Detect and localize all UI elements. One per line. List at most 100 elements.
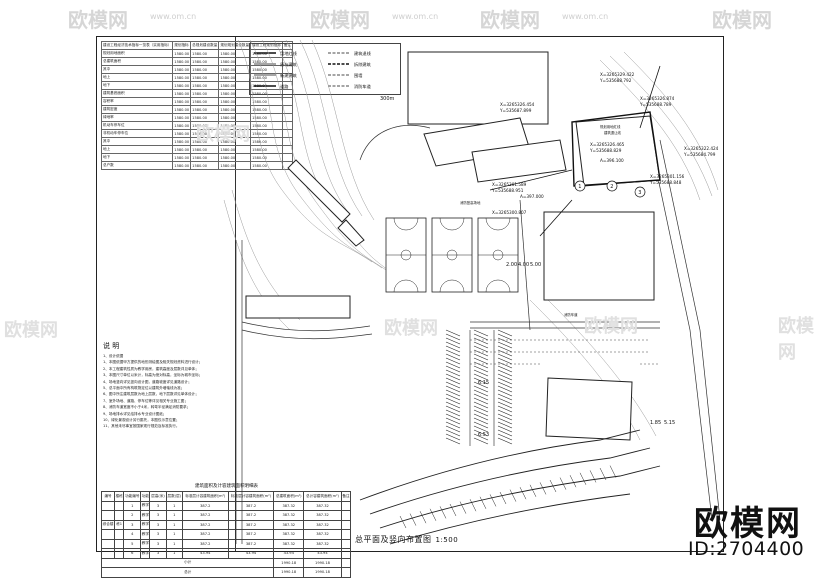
stats-row-label: 其中 [100,65,174,74]
watermark-url-1: www.om.cn [150,12,197,21]
area-cell: 4 [123,529,142,540]
area-cell: 教学 [140,548,151,559]
legend-label: 用地红线 [280,50,298,57]
area-cell: 3 [123,519,142,530]
area-cell: 综合楼 [100,519,116,530]
area-cell: 387.2 [227,510,275,521]
note-line: 1、设计依据 [103,354,124,358]
stats-cell: 1580.00 [218,89,252,98]
stats-cell: 1580.00 [172,89,192,98]
area-cell: 43.94 [181,548,229,559]
stats-cell [281,161,294,170]
area-cell: 387.32 [273,500,305,511]
note-line: 5、总平面中所有构筑物定位以建筑外墙轴线为准； [103,386,185,391]
area-total-label: 总计 [100,567,275,578]
area-cell [340,538,352,549]
area-cell [114,538,125,549]
stats-row-label: 总建筑面积 [100,57,174,66]
area-cell: 387.2 [181,500,229,511]
area-header-cell: 功能 [140,491,151,502]
stats-cell [281,129,294,138]
stats-cell: 1580.00 [218,73,252,82]
stats-cell: 1580.00 [190,65,220,74]
stats-cell: 1580.00 [172,137,192,146]
watermark-mid-2: 欧模网 [384,318,438,339]
stats-cell: 1580.00 [172,145,192,154]
stats-cell: 1580.00 [218,105,252,114]
area-cell [100,548,116,559]
stats-row-label: 容积率 [100,97,174,106]
note-line: 4、场地竖向详见竖向设计图，道路坡度详见道路设计； [103,379,192,384]
area-cell [114,500,125,511]
area-cell: 387.2 [181,519,229,530]
area-cell: 387.32 [303,538,342,549]
area-cell [114,529,125,540]
stats-cell: 1580.00 [218,57,252,66]
legend-label: 道路 [280,83,289,90]
stats-row-label: 地下 [100,81,174,90]
area-cell [340,500,352,511]
note-line: 3、本图尺寸单位以米计，标高为绝对标高，坐标为城市坐标； [103,373,203,378]
area-header-cell: 功能编号 [123,491,142,502]
stats-header-cell: 规划指标 [172,41,192,50]
note-line: 11、其他未尽事宜按国家现行规范及标准执行。 [103,424,180,429]
watermark-url-3: www.om.cn [562,12,609,21]
stats-row-label: 其中 [100,137,174,146]
area-cell: 387.32 [303,519,342,530]
area-cell: 387.32 [303,510,342,521]
stats-cell: 1580.00 [218,81,252,90]
area-header-cell: 标准层计容建筑面积(m²) [181,491,229,502]
stats-row-label: 地上 [100,145,174,154]
stats-cell: 1580.00 [190,57,220,66]
area-cell [340,567,352,578]
area-cell [114,510,125,521]
area-cell: 1 [165,529,183,540]
area-cell [340,548,352,559]
area-cell [100,529,116,540]
area-cell: 387.32 [273,519,305,530]
stats-row-label: 非机动车停车位 [100,129,174,138]
stats-cell: 1580.00 [172,161,192,170]
area-cell: 387.2 [227,538,275,549]
watermark-mid-5: 欧模网 [778,316,814,363]
watermark-brand-3: 欧模网 [480,8,540,32]
area-cell [114,548,125,559]
stats-row-label: 建筑密度 [100,105,174,114]
watermark-mid-4: 欧模网 [4,320,58,341]
area-cell: 387.2 [181,538,229,549]
stats-cell [281,97,294,106]
area-total-value: 1990.18 [273,567,305,578]
drawing-sheet: 建设工程经济技术指标一览表（实用指标）规划指标总规划建设数量规划规划建设数量建设… [96,36,724,578]
legend-label: 拆除建筑 [354,61,372,68]
stats-cell: 1580.00 [218,145,252,154]
area-cell: 3 [149,529,167,540]
area-cell [340,519,352,530]
stats-row-label: 地下 [100,153,174,162]
area-cell [100,510,116,521]
area-cell: 43.94 [273,548,305,559]
stats-cell: 1580.00 [250,129,283,138]
stats-cell: 1580.00 [190,97,220,106]
stats-cell: 1580.00 [172,49,192,58]
stats-row-label: 总户数 [100,161,174,170]
area-cell: 43.94 [303,548,342,559]
notes-title: 说 明 [103,342,120,350]
stats-row-label: 绿地率 [100,113,174,122]
brand-id: ID:2704400 [688,538,805,560]
area-cell: 3 [149,519,167,530]
area-header-cell: 总计容建筑面积(m²) [303,491,342,502]
note-line: 2、本工程建筑性质为教学用房，建筑高度及层数详见单体； [103,366,199,371]
area-cell: 3 [149,548,167,559]
stats-row-label: 规划用地面积 [100,49,174,58]
stats-cell: 1580.00 [218,65,252,74]
stats-cell: 1580.00 [172,153,192,162]
legend-label: 围墙 [354,72,362,79]
stats-cell [281,153,294,162]
area-header-cell: 层数(层) [165,491,183,502]
